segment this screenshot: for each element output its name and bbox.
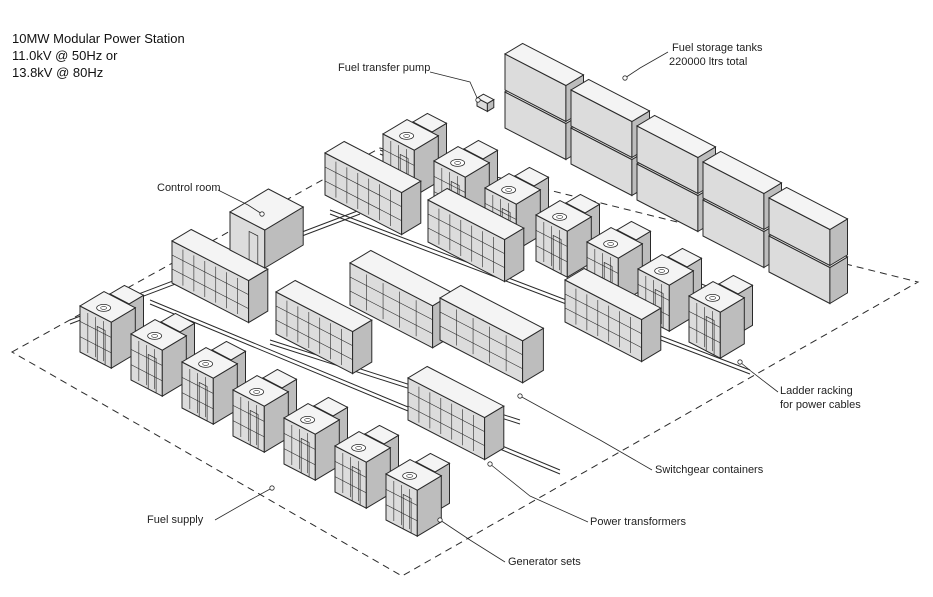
title-line-3: 13.8kV @ 80Hz [12,65,104,80]
equipment-units [78,42,849,538]
label-fuel-supply: Fuel supply [147,514,204,526]
generator-set [384,459,443,538]
leader-ladder-racking [737,359,779,393]
label-fuel-storage-tanks: Fuel storage tanks [672,42,763,54]
generator-set [687,281,746,360]
racking-east-main [329,209,751,375]
label-ladder-racking-line-2: for power cables [780,399,861,411]
generator-set [636,254,695,333]
power-transformer [323,140,422,236]
label-fuel-transfer-pump: Fuel transfer pump [338,62,431,74]
generator-set [231,375,290,454]
power-transformer [426,187,525,283]
generator-set [333,431,392,510]
power-transformer [274,279,373,375]
fuel-tank [767,186,849,267]
fuel-transfer-pump-unit [475,93,495,113]
leader-fuel-storage-tanks [622,51,669,81]
title-line-2: 11.0kV @ 50Hz or [12,48,118,63]
leader-fuel-transfer-pump [429,71,481,103]
leader-switchgear-containers [517,393,653,471]
leader-generator-sets [437,517,506,563]
power-transformer [406,365,505,461]
generator-set [129,319,188,398]
label-generator-sets: Generator sets [508,556,581,568]
label-control-room: Control room [157,182,221,194]
label-ladder-racking-line-1: Ladder racking [780,385,853,397]
generator-set [282,403,341,482]
generator-set [180,347,239,426]
diagram-title: 10MW Modular Power Station 11.0kV @ 50Hz… [12,30,185,81]
generator-set [534,200,593,279]
switchgear-container [438,284,545,384]
power-transformer [563,267,662,363]
title-line-1: 10MW Modular Power Station [12,31,185,46]
label-fuel-storage-capacity: 220000 ltrs total [669,56,748,68]
leader-power-transformers [487,461,589,523]
generator-set [78,291,137,370]
label-switchgear-containers: Switchgear containers [655,464,764,476]
leader-fuel-supply [214,485,275,521]
control-room-building [228,188,305,269]
label-power-transformers: Power transformers [590,516,686,528]
power-transformer [170,228,269,324]
leader-control-room [217,189,265,217]
label-leader-lines [214,51,779,563]
